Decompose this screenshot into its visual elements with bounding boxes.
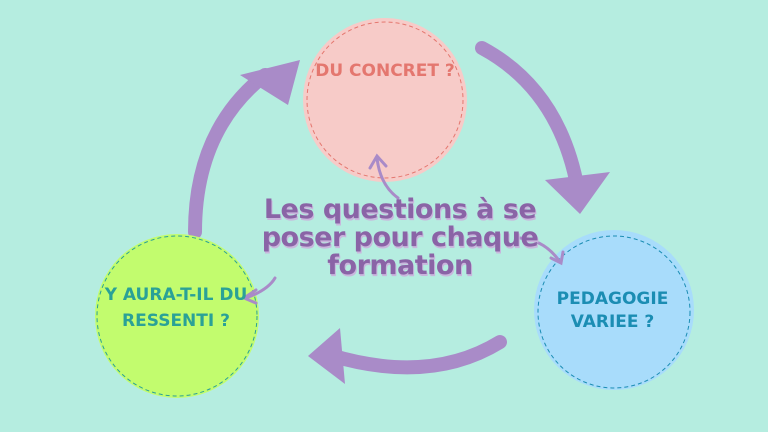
node-label-pedagogie: PEDAGOGIE VARIEE ?	[556, 289, 669, 332]
arrowhead-left	[308, 328, 345, 384]
node-circle-left	[95, 234, 259, 398]
arrow-right-to-left	[323, 335, 507, 375]
node-circle-top	[303, 18, 467, 182]
arrowhead-top	[240, 60, 300, 105]
arrowhead-right	[545, 172, 610, 214]
small-arrows	[240, 153, 565, 305]
node-label-ressenti: Y AURA-T-IL DU RESSENTI ?	[104, 285, 248, 331]
big-cycle-arrows	[188, 41, 585, 375]
arrow-top-to-right	[475, 41, 585, 197]
center-title: Les questions à se poser pour chaque for…	[261, 194, 539, 281]
arrow-heads	[240, 60, 610, 384]
node-label-concret: DU CONCRET ?	[315, 61, 455, 81]
node-circle-right	[534, 230, 694, 390]
arrow-left-to-top	[188, 68, 272, 239]
